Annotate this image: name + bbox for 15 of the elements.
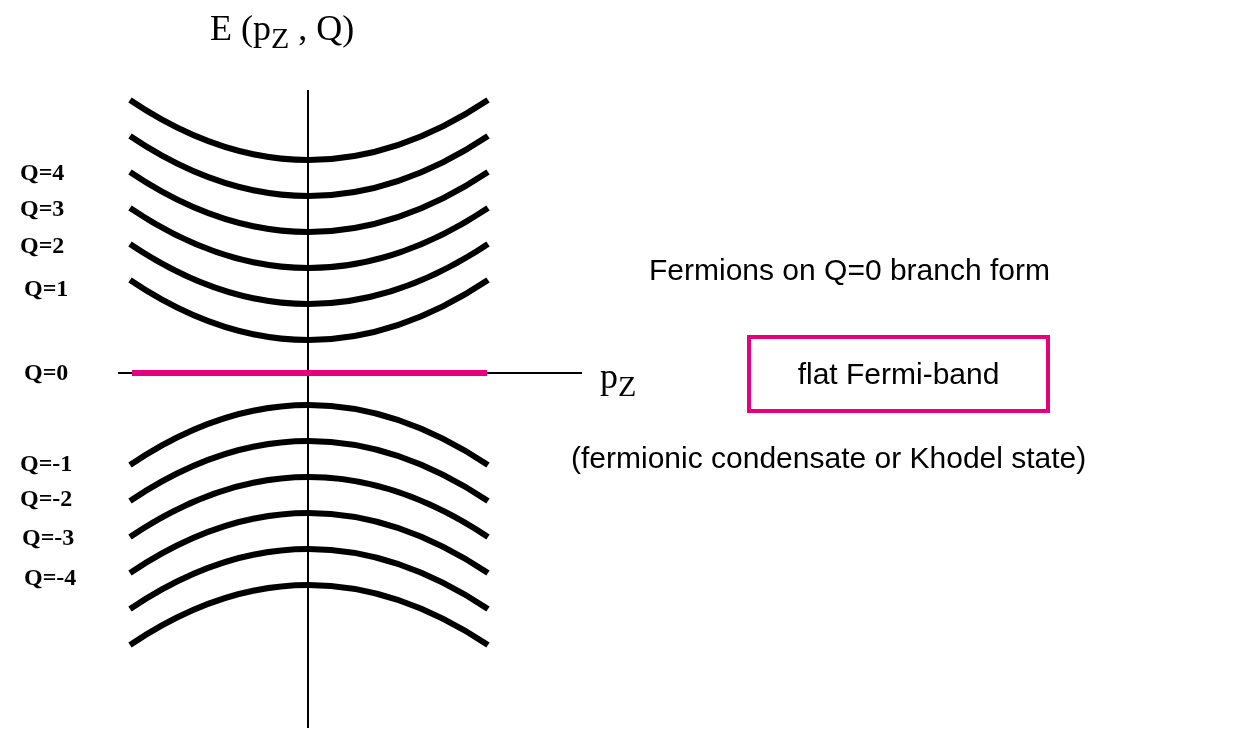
annotation-text: (fermionic condensate or Khodel state) [571, 443, 1087, 473]
annotation-text: Fermions on Q=0 branch form [649, 255, 1050, 285]
branch-label: Q=-1 [20, 451, 73, 475]
branch-label: Q=0 [24, 360, 69, 384]
highlight-box [747, 335, 1050, 413]
branch-label: Q=1 [24, 276, 69, 300]
box-text: flat Fermi-band [797, 357, 1000, 391]
branch-label: Q=-3 [22, 525, 75, 549]
branch-label: Q=-4 [24, 565, 77, 589]
branch-label: Q=4 [20, 160, 65, 184]
branch-label: Q=-2 [20, 486, 73, 510]
axis-label: p$_{Z}$ [600, 358, 637, 402]
branch-label: Q=3 [20, 196, 65, 220]
branch-label: Q=2 [20, 233, 65, 257]
axis-title: E (p$_{Z}$ , Q) [210, 10, 355, 54]
